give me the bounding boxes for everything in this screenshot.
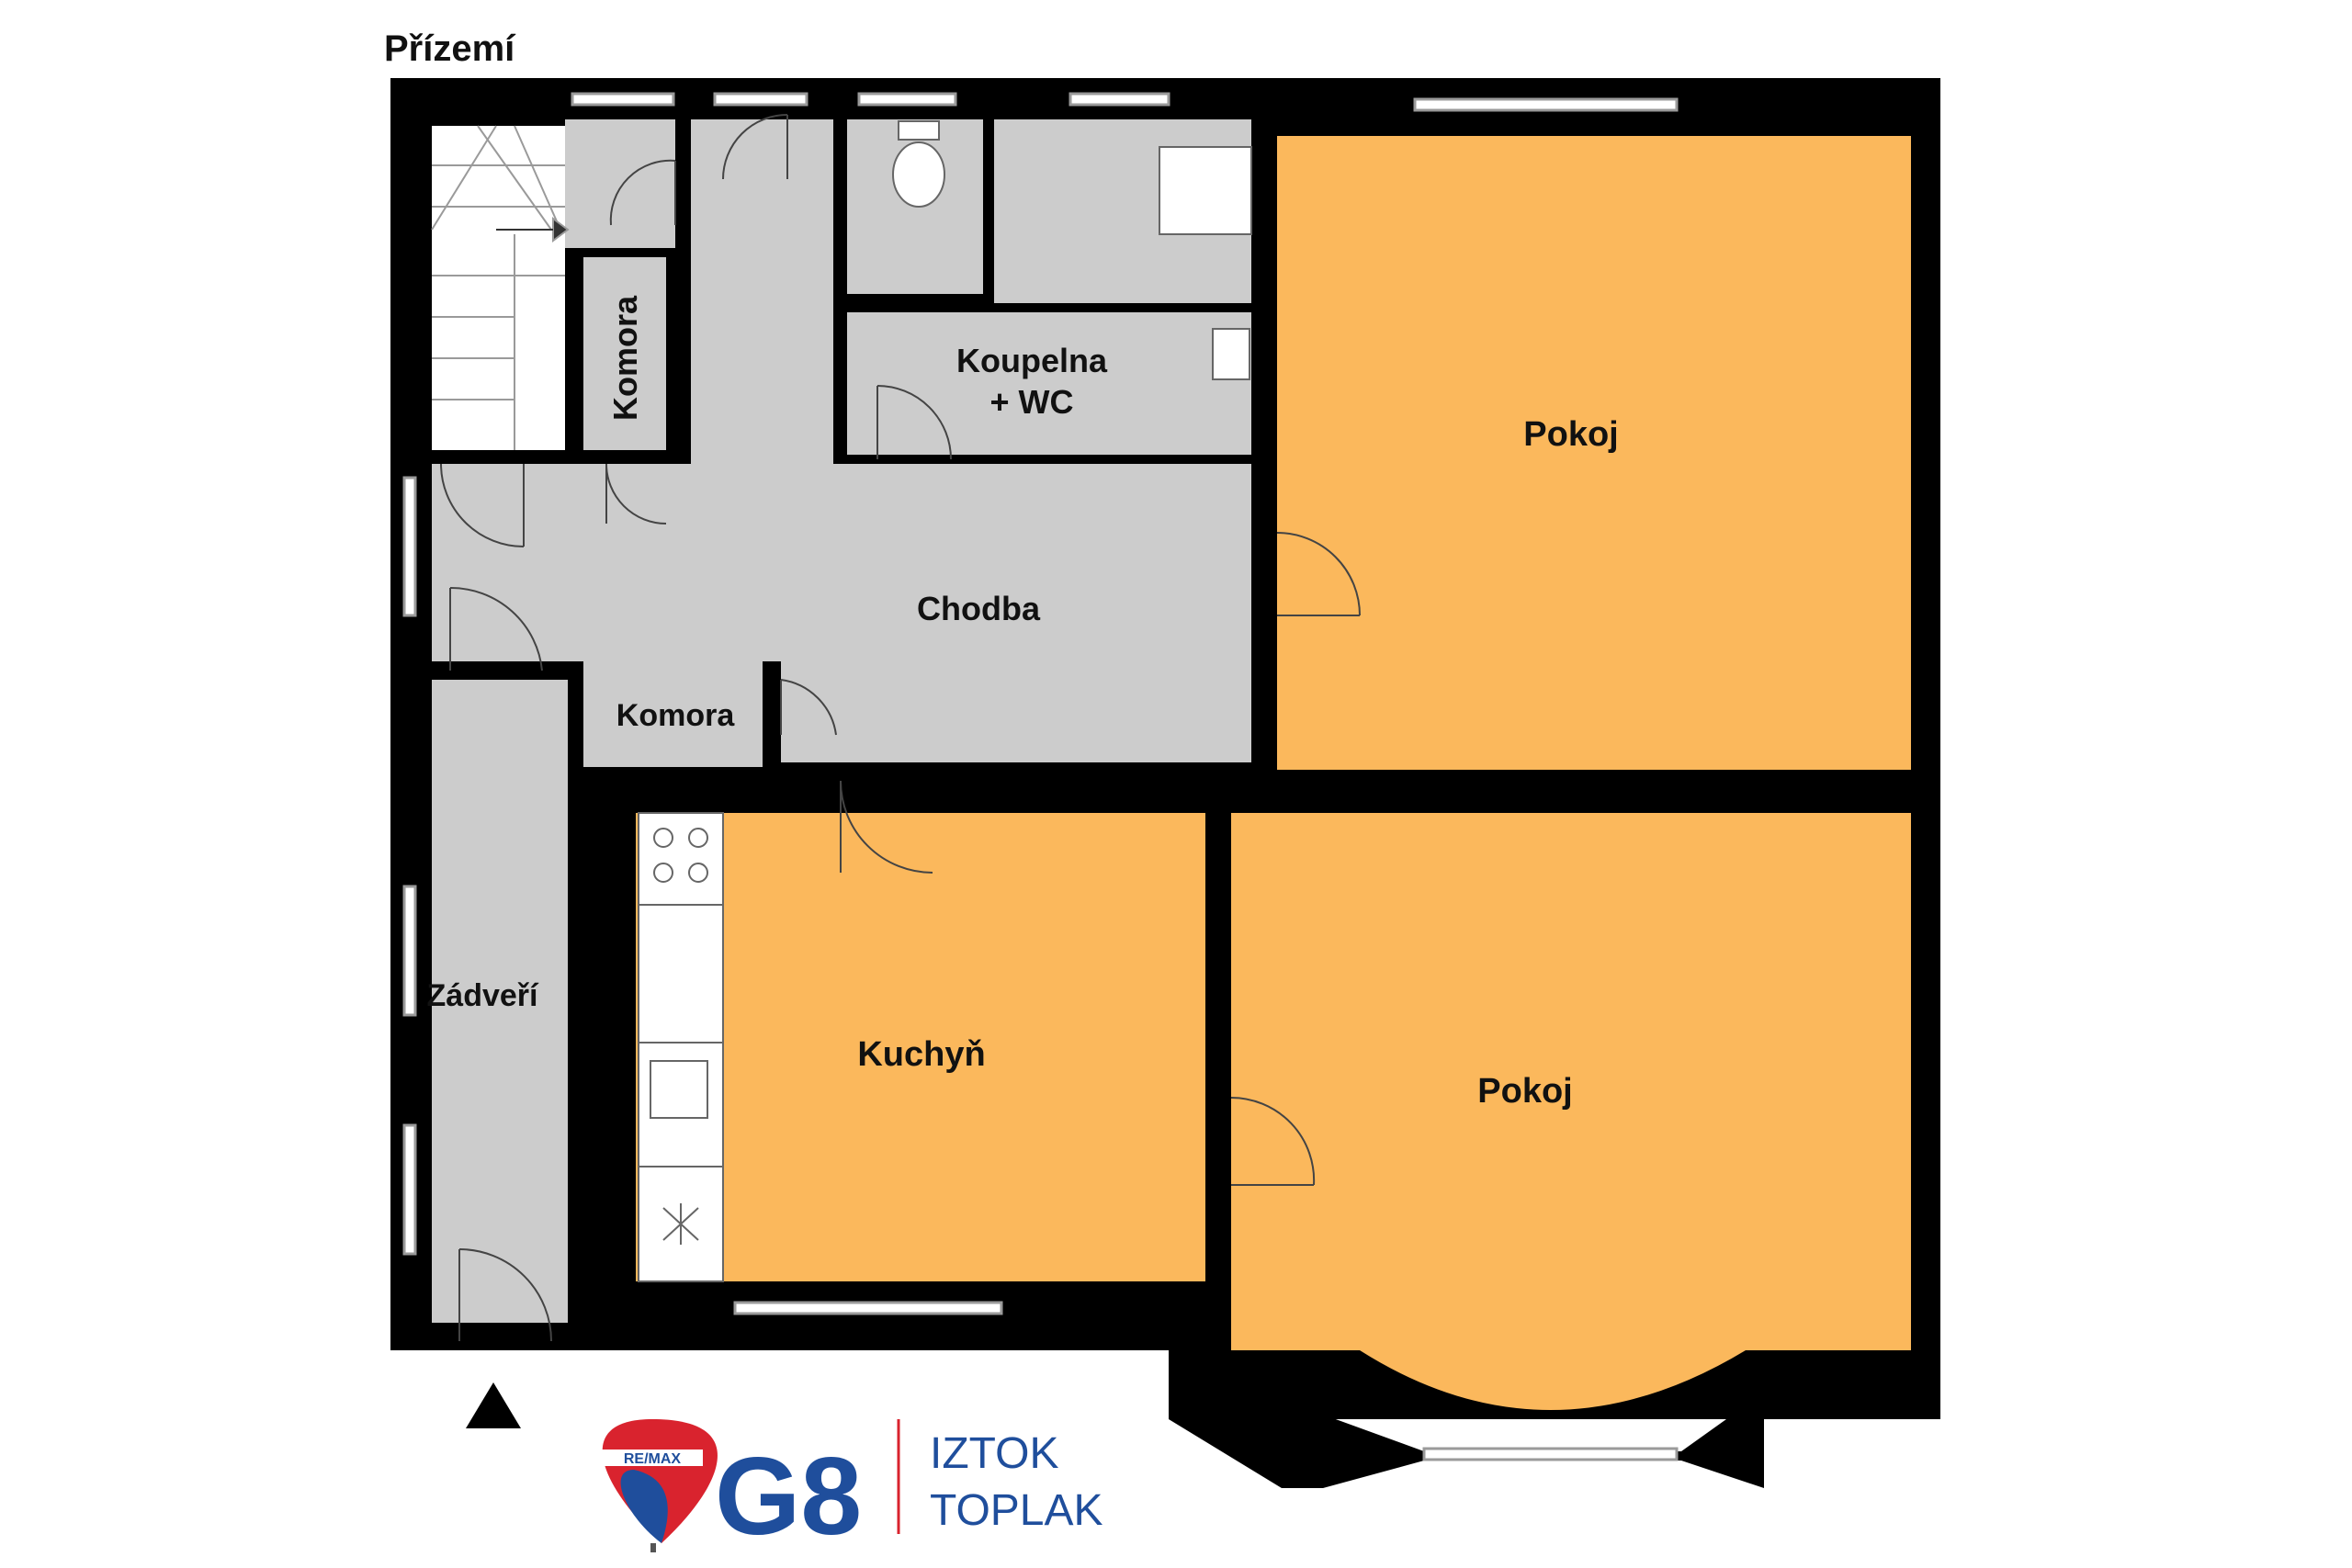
agent-name-line2: TOPLAK xyxy=(930,1486,1103,1535)
floors xyxy=(432,119,1911,1410)
label-bathroom-line2: + WC xyxy=(989,383,1073,421)
north-arrow-icon xyxy=(466,1382,521,1428)
stair-lines xyxy=(431,125,570,450)
floor-title: Přízemí xyxy=(384,28,516,69)
remax-balloon-icon: RE/MAX xyxy=(602,1419,718,1552)
agent-name-line1: IZTOK xyxy=(930,1429,1058,1478)
bath-sink xyxy=(1212,328,1250,380)
label-hallway: Chodba xyxy=(917,590,1041,627)
toilet xyxy=(892,141,945,208)
g8-logo: G8 xyxy=(715,1435,862,1558)
balloon-text: RE/MAX xyxy=(624,1451,682,1467)
label-bathroom-line1: Koupelna xyxy=(956,342,1108,379)
fixtures xyxy=(638,120,1252,1282)
counter xyxy=(638,904,724,1043)
stove xyxy=(638,812,724,906)
label-entrance: Zádveří xyxy=(427,978,539,1013)
label-room-lower: Pokoj xyxy=(1477,1072,1572,1111)
bathtub xyxy=(1159,146,1252,235)
label-room-upper: Pokoj xyxy=(1523,415,1618,454)
label-stair-komora: Komora xyxy=(606,295,644,421)
label-kitchen: Kuchyň xyxy=(857,1035,985,1074)
windows xyxy=(402,92,1679,1461)
staircase xyxy=(432,126,565,450)
doors xyxy=(440,114,1361,1342)
label-komora: Komora xyxy=(616,698,736,733)
